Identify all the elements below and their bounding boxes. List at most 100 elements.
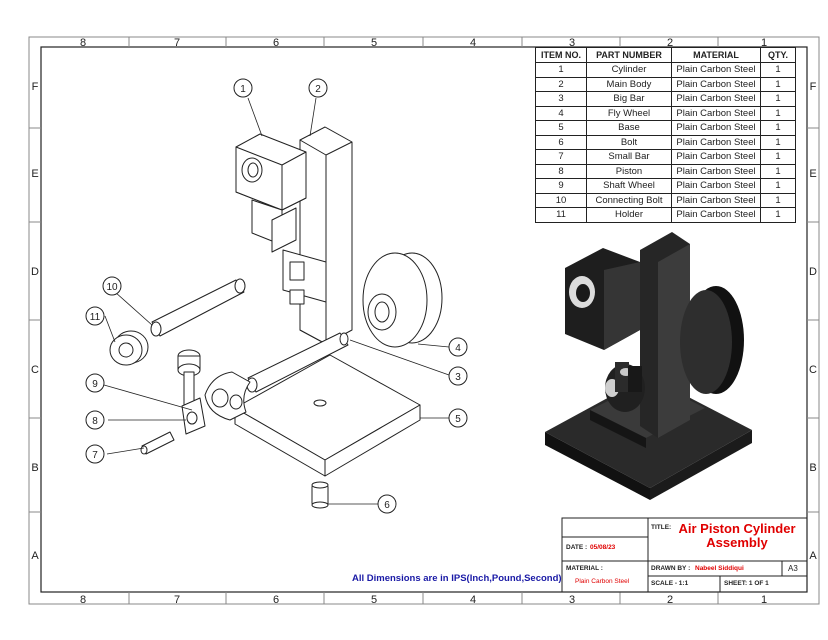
bolt-part — [311, 481, 329, 509]
bom-cell: 2 — [535, 76, 587, 92]
bom-cell: 7 — [535, 149, 587, 165]
bom-cell: Plain Carbon Steel — [671, 91, 761, 107]
bom-cell: Cylinder — [586, 62, 672, 78]
row-label-right: F — [810, 81, 817, 93]
row-label-left: C — [31, 364, 39, 376]
bom-cell: 10 — [535, 192, 587, 208]
holder-part — [109, 330, 149, 366]
material-value: Plain Carbon Steel — [575, 578, 630, 585]
col-label-top: 1 — [761, 37, 767, 49]
bom-cell: Plain Carbon Steel — [671, 207, 761, 223]
bom-cell: Plain Carbon Steel — [671, 134, 761, 150]
row-label-left: F — [32, 81, 39, 93]
bom-cell: 1 — [760, 134, 796, 150]
bom-cell: 3 — [535, 91, 587, 107]
row-label-right: A — [809, 550, 817, 562]
balloon-label: 9 — [92, 379, 98, 390]
date-label: DATE : — [566, 544, 588, 551]
balloon-label: 1 — [240, 84, 246, 95]
bom-header-row: ITEM NO. PART NUMBER MATERIAL QTY. — [535, 47, 796, 63]
bom-cell: 1 — [760, 207, 796, 223]
bom-cell: 5 — [535, 120, 587, 136]
title-label: TITLE: — [651, 524, 672, 531]
bom-cell: 1 — [760, 149, 796, 165]
balloon-label: 11 — [90, 312, 101, 323]
bom-header-material: MATERIAL — [671, 47, 761, 63]
balloon-label: 2 — [315, 84, 321, 95]
bom-header-item-no: ITEM NO. — [535, 47, 587, 63]
exploded-view — [109, 126, 443, 509]
bom-cell: 6 — [535, 134, 587, 150]
main-body-part — [282, 126, 353, 345]
balloon — [377, 494, 397, 514]
sheet-size: A3 — [788, 564, 798, 573]
col-label-bottom: 1 — [761, 594, 767, 606]
col-label-top: 8 — [80, 37, 86, 49]
col-label-top: 5 — [371, 37, 377, 49]
row-label-right: D — [809, 266, 817, 278]
bom-cell: 1 — [535, 62, 587, 78]
col-label-bottom: 3 — [569, 594, 575, 606]
col-label-bottom: 8 — [80, 594, 86, 606]
connecting-bolt-part — [150, 278, 246, 337]
dimension-units-note: All Dimensions are in IPS(Inch,Pound,Sec… — [352, 573, 562, 584]
bom-cell: Small Bar — [586, 149, 672, 165]
row-label-left: D — [31, 266, 39, 278]
base-part — [234, 354, 421, 477]
row-label-left: A — [31, 550, 39, 562]
row-label-right: E — [809, 168, 816, 180]
flywheel-part — [362, 252, 443, 348]
cylinder-part — [235, 133, 307, 253]
bom-cell: Plain Carbon Steel — [671, 178, 761, 194]
piston-part — [177, 349, 206, 435]
bom-cell: Shaft Wheel — [586, 178, 672, 194]
balloon — [85, 410, 105, 430]
col-label-top: 2 — [667, 37, 673, 49]
bom-cell: Plain Carbon Steel — [671, 62, 761, 78]
small-bar-part — [140, 431, 175, 455]
col-label-bottom: 7 — [174, 594, 180, 606]
col-label-top: 6 — [273, 37, 279, 49]
drawn-by-value: Nabeel Siddiqui — [695, 565, 744, 572]
bom-cell: Fly Wheel — [586, 105, 672, 121]
col-label-top: 4 — [470, 37, 476, 49]
scale-text: SCALE - 1:1 — [651, 580, 689, 587]
bom-cell: 1 — [760, 62, 796, 78]
balloon-label: 7 — [92, 450, 98, 461]
bom-cell: Plain Carbon Steel — [671, 105, 761, 121]
balloon — [448, 408, 468, 428]
bom-cell: 1 — [760, 120, 796, 136]
bom-header-part-number: PART NUMBER — [586, 47, 672, 63]
balloon — [448, 366, 468, 386]
bom-cell: 1 — [760, 192, 796, 208]
bom-header-qty: QTY. — [760, 47, 796, 63]
bom-cell: Big Bar — [586, 91, 672, 107]
bom-cell: 1 — [760, 163, 796, 179]
row-label-right: C — [809, 364, 817, 376]
shaded-assembly-view — [545, 232, 752, 500]
bom-cell: 4 — [535, 105, 587, 121]
row-label-left: E — [31, 168, 38, 180]
bom-cell: Plain Carbon Steel — [671, 192, 761, 208]
balloon-label: 8 — [92, 416, 98, 427]
bom-cell: 9 — [535, 178, 587, 194]
bom-cell: 1 — [760, 105, 796, 121]
bom-cell: 1 — [760, 178, 796, 194]
balloon-label: 5 — [455, 414, 461, 425]
bom-cell: 8 — [535, 163, 587, 179]
col-label-bottom: 6 — [273, 594, 279, 606]
balloon-group: 1 2 3 4 5 6 7 8 9 10 11 — [85, 78, 468, 514]
bom-cell: 1 — [760, 76, 796, 92]
drawing-title-line2: Assembly — [706, 535, 768, 550]
zone-ticks — [29, 37, 819, 604]
bom-cell: 11 — [535, 207, 587, 223]
bom-cell: Plain Carbon Steel — [671, 76, 761, 92]
col-label-bottom: 5 — [371, 594, 377, 606]
